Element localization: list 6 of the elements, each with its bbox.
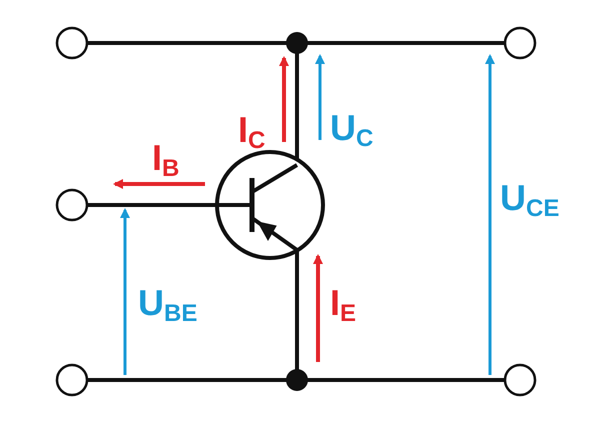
voltage-label: U$_{C}$ [330,110,374,151]
voltage-label: U$_{BE}$ [138,285,198,326]
current-label: I$_{B}$ [152,140,180,181]
voltage-label: U$_{CE}$ [500,180,560,221]
current-label: I$_{C}$ [238,112,266,153]
current-label: I$_{E}$ [330,285,356,326]
